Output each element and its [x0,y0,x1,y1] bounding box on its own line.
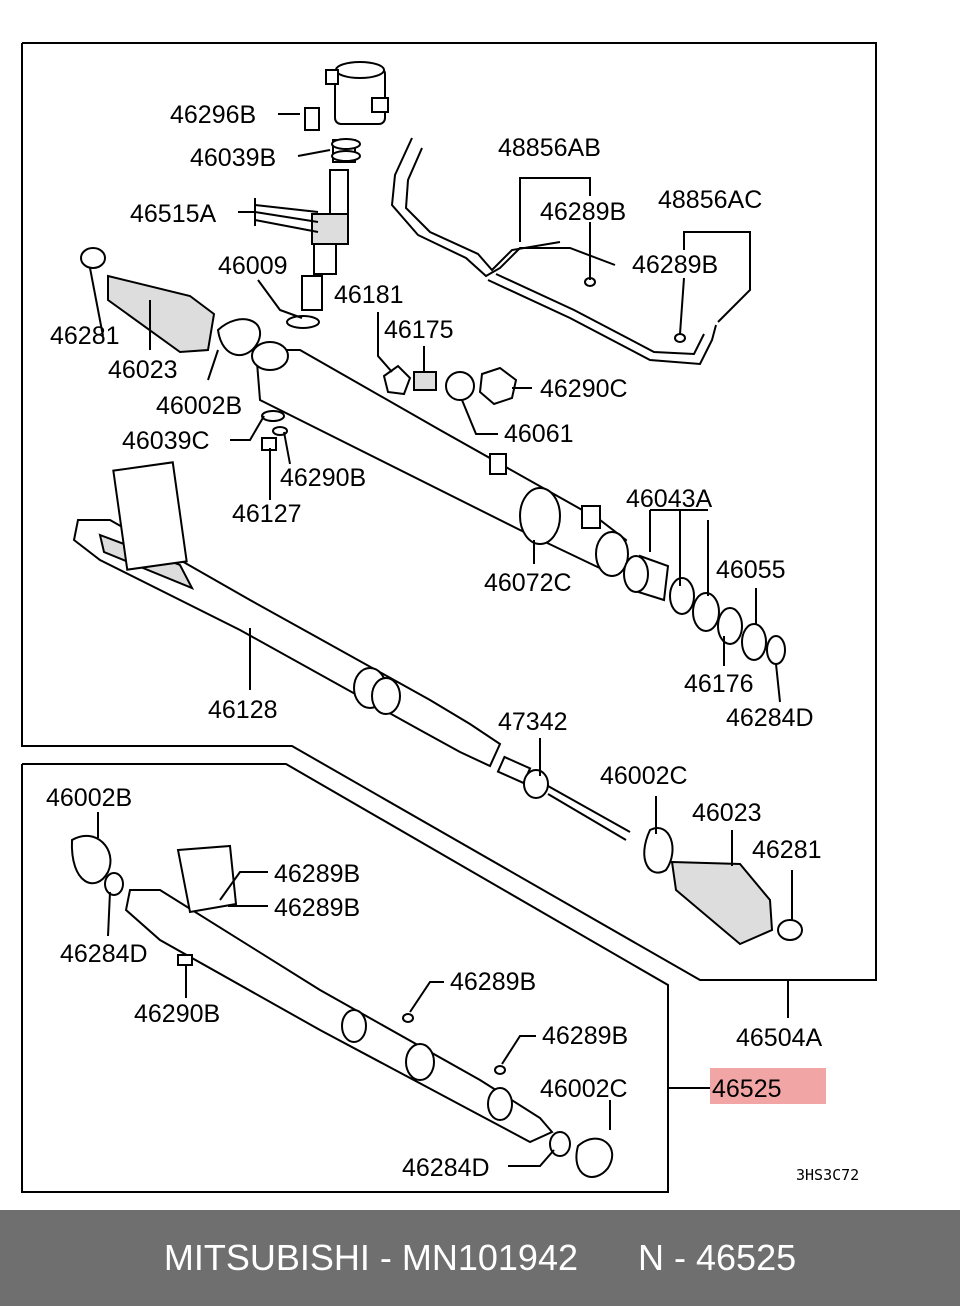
label-47342: 47342 [498,708,568,736]
label-46002B-lower: 46002B [46,784,132,812]
footer-part-number: MN101942 [401,1237,578,1278]
label-46289B-lower-3: 46289B [450,968,536,996]
highlight-box [710,1068,826,1104]
label-46296B: 46296B [170,101,256,129]
lower-rack-assembly [70,834,614,1178]
lower-leaders [97,812,710,1167]
label-46039B: 46039B [190,144,276,172]
label-46176: 46176 [684,670,754,698]
label-46289B-pipe2: 46289B [632,251,718,279]
highlight-label-46525: 46525 [712,1075,782,1103]
label-46009: 46009 [218,252,288,280]
label-46002B-upper: 46002B [156,392,242,420]
label-46504A: 46504A [736,1024,823,1052]
label-46515A: 46515A [130,200,217,228]
drawing-code: 3HS3C72 [796,1166,859,1184]
label-46284D-lower-right: 46284D [402,1154,490,1182]
valve-parts [261,364,518,451]
label-46128: 46128 [208,696,278,724]
label-46290B-upper: 46290B [280,464,366,492]
lower-frame [21,763,669,1193]
label-46181: 46181 [334,281,404,309]
seal-rings-upper [286,138,361,329]
footer-prefix: N - [638,1237,697,1278]
label-46284D-upper: 46284D [726,704,814,732]
label-46290C: 46290C [540,375,628,403]
label-48856AC: 48856AC [658,186,762,214]
footer-brand: MITSUBISHI [163,1237,370,1278]
label-46281-lower-right: 46281 [752,836,822,864]
upper-frame [21,42,877,981]
label-46039C: 46039C [122,427,210,455]
label-46043A: 46043A [626,485,713,513]
label-46127: 46127 [232,500,302,528]
footer-bar: MITSUBISHI - MN101942 N - 46525 [0,1210,960,1306]
label-46072C: 46072C [484,569,572,597]
label-46289B-lower-4: 46289B [542,1022,628,1050]
label-46055: 46055 [716,556,786,584]
label-46002C-lower: 46002C [540,1075,628,1103]
label-48856AB: 48856AB [498,134,601,162]
label-46002C-upper: 46002C [600,762,688,790]
label-46061: 46061 [504,420,574,448]
footer-ref: 46525 [696,1237,797,1278]
footer-gap [578,1237,638,1279]
label-46284D-lower-left: 46284D [60,940,148,968]
label-46289B-pipe1: 46289B [540,198,626,226]
left-boot [80,247,261,357]
valve-housing [304,61,389,131]
label-46289B-lower-2: 46289B [274,894,360,922]
label-46281-upper: 46281 [50,322,120,350]
housing-tube [251,341,629,577]
rack-bar [72,461,502,768]
bushing-parts [623,554,786,665]
label-46290B-lower: 46290B [134,1000,220,1028]
parts-diagram: 46296B 46039B 46515A 46009 46281 46023 4… [21,42,877,1193]
upper-leaders [89,113,793,1018]
footer-separator: - [369,1237,402,1278]
label-46023-upper: 46023 [108,356,178,384]
tie-rod-assembly [496,755,803,946]
label-46175: 46175 [384,316,454,344]
label-46023-lower-right: 46023 [692,799,762,827]
pipe-lines [390,137,717,366]
label-46289B-lower-1: 46289B [274,860,360,888]
